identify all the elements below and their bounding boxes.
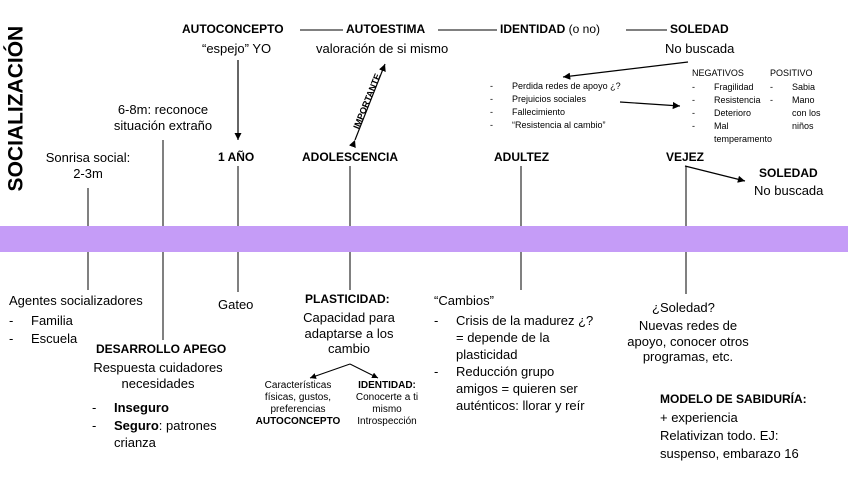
positivo-list: Sabia Mano con los niños (770, 81, 828, 133)
sonrisa-label: Sonrisa social: 2-3m (45, 150, 131, 181)
cambios-item: Crisis de la madurez ¿? = depende de la … (434, 312, 593, 363)
autoestima-heading: AUTOESTIMA (346, 22, 426, 36)
positivo-title: POSITIVO (770, 68, 813, 78)
redes-text: Nuevas redes de apoyo, conocer otros pro… (627, 318, 749, 365)
cambios-title: “Cambios” (434, 293, 494, 308)
negativo-item: Resistencia (692, 94, 774, 107)
identidad-word: IDENTIDAD (500, 22, 566, 36)
arrow-plast-identidad (349, 363, 379, 379)
arrow-list-negativos (619, 101, 681, 110)
identidad-suffix: (o no) (565, 22, 601, 36)
arrow-plast-caract (309, 363, 351, 379)
plasticidad-title: PLASTICIDAD: (305, 292, 390, 306)
cambios-item: Reducción grupo amigos = quieren ser aut… (434, 363, 593, 414)
no-buscada2-text: No buscada (754, 183, 824, 198)
negativo-item: Deterioro (692, 107, 774, 120)
soledad-question: ¿Soledad? (652, 300, 715, 315)
apego-cont: crianza (114, 435, 156, 450)
agentes-list: Familia Escuela (9, 312, 77, 348)
agentes-item: Familia (9, 312, 77, 330)
espejo-text: “espejo” YO (202, 41, 272, 56)
apego-sub: Respuesta cuidadores necesidades (93, 360, 223, 391)
plasticidad-text: Capacidad para adaptarse a los cambio (303, 310, 395, 357)
main-title: SOCIALIZACIÓN (4, 25, 28, 192)
autoconcepto-sub: AUTOCONCEPTO (255, 416, 341, 427)
positivo-item: Mano con los niños (770, 94, 828, 133)
apego-list: Inseguro Seguro: patrones (92, 399, 217, 435)
gateo-label: Gateo (218, 297, 254, 312)
sabiduria-text: + experiencia Relativizan todo. EJ: susp… (660, 410, 799, 461)
adultez-item: “Resistencia al cambio” (490, 119, 621, 132)
stage-vejez: VEJEZ (666, 150, 705, 164)
soledad2-heading: SOLEDAD (759, 166, 818, 180)
valoracion-text: valoración de si mismo (316, 41, 449, 56)
negativos-title: NEGATIVOS (692, 68, 744, 78)
arrow-soledad-list (562, 61, 689, 80)
agentes-title: Agentes socializadores (9, 293, 143, 308)
adultez-list: Perdida redes de apoyo ¿? Prejuicios soc… (490, 80, 621, 132)
soledad-heading: SOLEDAD (670, 22, 729, 36)
identidad-sub: IDENTIDAD: Conocerte a ti mismo Introspe… (346, 380, 428, 428)
reconoce-label: 6-8m: reconoce situación extraño (113, 102, 213, 133)
cambios-list: Crisis de la madurez ¿? = depende de la … (434, 312, 593, 414)
caracteristicas-text: Características físicas, gustos, prefere… (250, 380, 346, 428)
agentes-item: Escuela (9, 330, 77, 348)
negativo-item: Mal temperamento (692, 120, 774, 146)
adultez-item: Perdida redes de apoyo ¿? (490, 80, 621, 93)
apego-item: Seguro: patrones (92, 417, 217, 435)
stage-adolescencia: ADOLESCENCIA (302, 150, 399, 164)
adultez-item: Prejuicios sociales (490, 93, 621, 106)
arrow-vejez-soledad (684, 165, 746, 183)
adultez-item: Fallecimiento (490, 106, 621, 119)
no-buscada-text: No buscada (665, 41, 735, 56)
identidad-heading: IDENTIDAD (o no) (500, 22, 600, 36)
arrow-importante (349, 63, 386, 149)
stage-adultez: ADULTEZ (494, 150, 550, 164)
timeline-band (0, 226, 848, 252)
apego-title: DESARROLLO APEGO (96, 342, 227, 356)
apego-item: Inseguro (92, 399, 217, 417)
sabiduria-title: MODELO DE SABIDURÍA: (660, 392, 807, 406)
negativos-list: Fragilidad Resistencia Deterioro Mal tem… (692, 81, 774, 146)
negativo-item: Fragilidad (692, 81, 774, 94)
autoconcepto-heading: AUTOCONCEPTO (182, 22, 284, 36)
positivo-item: Sabia (770, 81, 828, 94)
introspeccion-text: Introspección (357, 416, 417, 427)
stage-1ano: 1 AÑO (218, 150, 255, 164)
